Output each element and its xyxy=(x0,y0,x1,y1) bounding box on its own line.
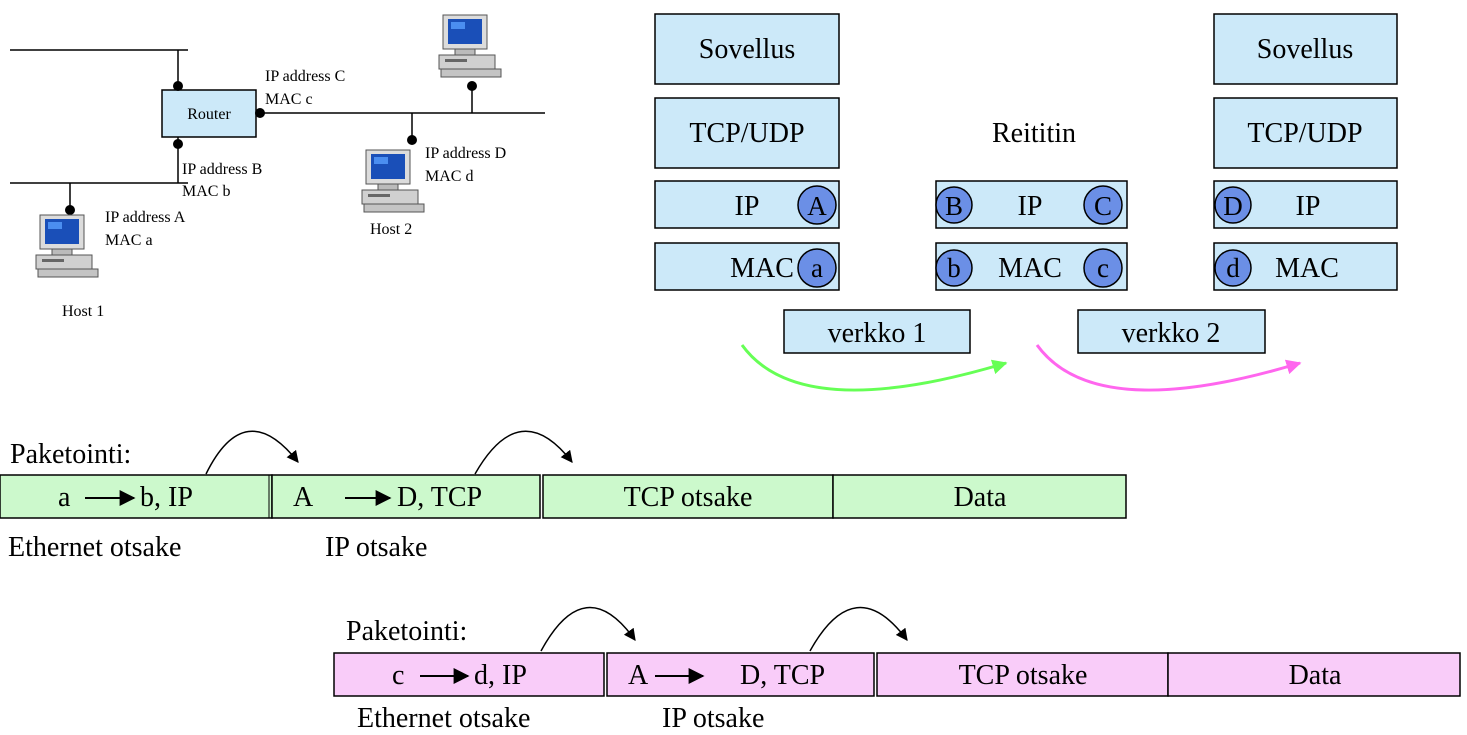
router-ip-c: IP address C xyxy=(265,68,345,85)
host1-app-label: Sovellus xyxy=(699,34,795,65)
packet1-eth-from: a xyxy=(58,482,71,513)
packet2: Paketointi: c d, IP A D, TCP TCP otsake … xyxy=(333,606,1461,734)
router-mac-b: MAC b xyxy=(182,183,230,200)
host2-port xyxy=(407,135,417,145)
router-port-b xyxy=(173,139,183,149)
packet2-data xyxy=(1167,652,1461,697)
packet1-ip-caption: IP otsake xyxy=(325,532,427,563)
pink-flow-arrow xyxy=(1035,344,1302,392)
router-label: Router xyxy=(187,106,231,123)
router-box xyxy=(161,89,257,138)
host1-transport-label: TCP/UDP xyxy=(689,118,804,149)
router-mac-badge-b xyxy=(935,249,973,287)
packet1-data xyxy=(832,474,1127,519)
host2-app-label: Sovellus xyxy=(1257,34,1353,65)
packet2-tcp-label: TCP otsake xyxy=(959,660,1088,691)
host1-ip-label: IP xyxy=(735,191,760,222)
top-computer-icon xyxy=(438,14,502,78)
router-stack-title: Reititin xyxy=(992,118,1076,149)
host2-app-layer xyxy=(1213,13,1398,85)
packet2-title: Paketointi: xyxy=(346,616,467,647)
packet1-data-label: Data xyxy=(954,482,1007,513)
host1-ip-badge xyxy=(797,185,837,225)
protocol-stacks: Sovellus TCP/UDP IP A MAC a Reititin IP … xyxy=(654,13,1398,392)
network1-label: verkko 1 xyxy=(828,318,927,349)
packet1-ip-from: A xyxy=(293,482,314,513)
packet1-eth-to: b, IP xyxy=(140,482,193,513)
packet1-title: Paketointi: xyxy=(10,439,131,470)
router-mac-letter-b: b xyxy=(947,253,961,283)
host1-mac-label: MAC xyxy=(730,253,794,284)
packet2-eth-caption: Ethernet otsake xyxy=(357,703,530,734)
router-mac-letter-c: c xyxy=(1097,253,1109,283)
network-topology: Router IP address C MAC c IP address B M… xyxy=(10,14,545,320)
host1-mac-badge xyxy=(797,248,837,288)
packet1-tcp-header xyxy=(542,474,834,519)
router-mac-label: MAC xyxy=(998,253,1062,284)
router-ip-letter-b: B xyxy=(945,191,963,221)
host1-ip-letter: A xyxy=(807,191,827,221)
router-mac-badge-c xyxy=(1083,248,1123,288)
packet2-curve-arrow-1 xyxy=(540,606,636,652)
green-flow-arrow xyxy=(740,344,1008,392)
host2-ip-badge xyxy=(1214,186,1252,224)
packet1-ethernet-header xyxy=(0,474,273,519)
host2-mac: MAC d xyxy=(425,168,473,185)
host2-transport-layer xyxy=(1213,97,1398,169)
router-port-top xyxy=(173,81,183,91)
host2-ip-label: IP xyxy=(1296,191,1321,222)
packet2-eth-to: d, IP xyxy=(474,660,527,691)
host2-ip: IP address D xyxy=(425,145,506,162)
packet1-tcp-label: TCP otsake xyxy=(624,482,753,513)
packet1-ip-to: D, TCP xyxy=(397,482,482,513)
host1-port xyxy=(65,205,75,215)
host2-computer-icon xyxy=(361,149,425,213)
router-mac-c: MAC c xyxy=(265,91,313,108)
router-ip-badge-b xyxy=(935,186,973,224)
packet2-ip-caption: IP otsake xyxy=(662,703,764,734)
host1-app-layer xyxy=(654,13,840,85)
network2-box xyxy=(1077,309,1266,354)
host1-label: Host 1 xyxy=(62,303,104,320)
router-ip-label: IP xyxy=(1018,191,1043,222)
packet1-curve-arrow-2 xyxy=(474,430,573,475)
router-port-c xyxy=(255,108,265,118)
host2-mac-badge xyxy=(1214,249,1252,287)
router-ip-badge-c xyxy=(1083,185,1123,225)
packet2-data-label: Data xyxy=(1289,660,1342,691)
pc-top-port xyxy=(467,81,477,91)
packet2-ethernet-header xyxy=(333,652,605,697)
packet2-curve-arrow-2 xyxy=(809,606,908,652)
host2-ip-letter: D xyxy=(1223,191,1243,221)
host2-mac-letter: d xyxy=(1226,253,1240,283)
router-ip-letter-c: C xyxy=(1094,191,1112,221)
host1-mac: MAC a xyxy=(105,232,153,249)
packet2-ip-to: D, TCP xyxy=(740,660,825,691)
host1-ip: IP address A xyxy=(105,209,186,226)
network2-label: verkko 2 xyxy=(1122,318,1221,349)
packet2-ip-from: A xyxy=(628,660,649,691)
packet1-curve-arrow-1 xyxy=(205,430,299,475)
packet2-tcp-header xyxy=(876,652,1169,697)
host2-transport-label: TCP/UDP xyxy=(1247,118,1362,149)
host1-transport-layer xyxy=(654,97,840,169)
packet1-ip-header xyxy=(271,474,541,519)
network1-box xyxy=(783,309,971,354)
host2-label: Host 2 xyxy=(370,221,412,238)
host1-computer-icon xyxy=(35,214,99,278)
packet2-eth-from: c xyxy=(392,660,404,691)
packet1-eth-caption: Ethernet otsake xyxy=(8,532,181,563)
router-ip-b: IP address B xyxy=(182,161,262,178)
host1-mac-letter: a xyxy=(811,253,823,283)
host2-mac-label: MAC xyxy=(1275,253,1339,284)
packet1: Paketointi: a b, IP A D, TCP TCP otsake … xyxy=(0,430,1127,563)
